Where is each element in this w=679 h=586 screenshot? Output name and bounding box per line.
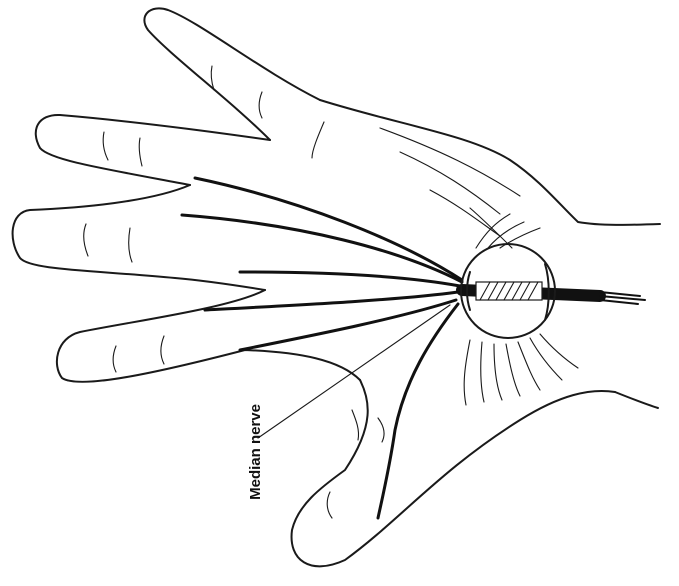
median-nerve-label: Median nerve xyxy=(247,404,264,500)
thumb-outline xyxy=(292,380,615,566)
middle-finger-outline xyxy=(36,115,270,185)
nerve-branch-thumb xyxy=(378,304,458,518)
hand-outline xyxy=(13,8,660,566)
ligament-lines xyxy=(464,214,578,405)
nerve-branch-3 xyxy=(240,272,460,286)
wrist-lower-edge xyxy=(615,392,658,408)
carpal-tunnel-segment xyxy=(467,264,549,320)
index-finger-outline xyxy=(144,8,320,140)
ring-finger-outline xyxy=(13,185,265,290)
nerve-branch-4 xyxy=(205,292,458,310)
